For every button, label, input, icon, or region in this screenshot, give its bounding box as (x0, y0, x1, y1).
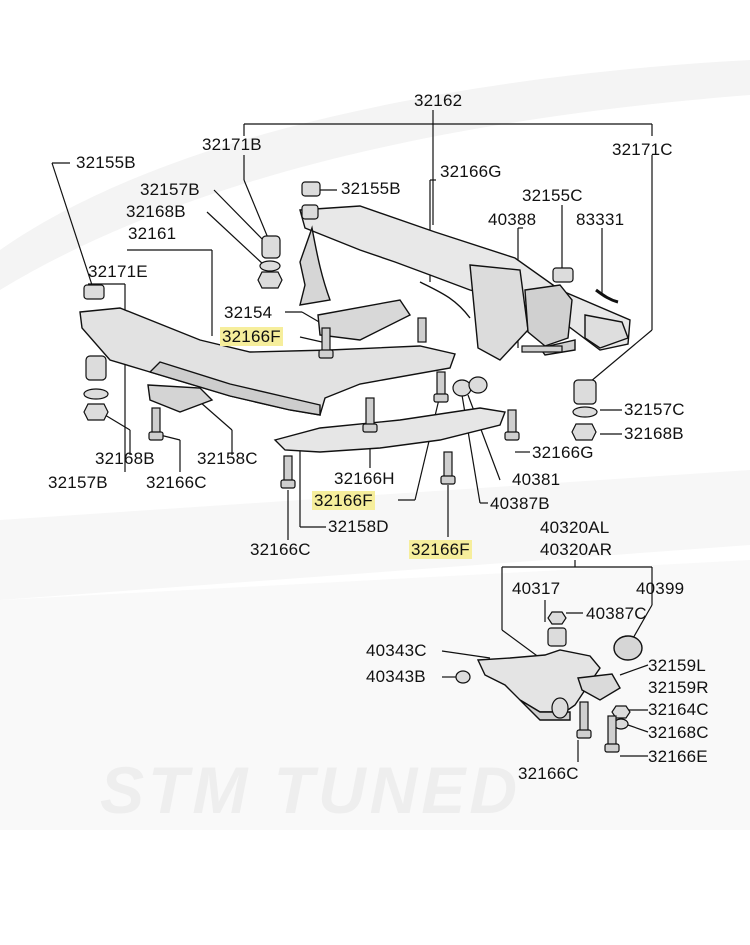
part-label-40343c: 40343C (366, 641, 427, 660)
part-label-32168b-bottom: 32168B (95, 449, 155, 468)
part-label-32155b-left: 32155B (76, 153, 136, 172)
part-label-83331: 83331 (576, 210, 625, 229)
part-label-32168b-top: 32168B (126, 202, 186, 221)
part-label-32166f-c: 32166F (409, 540, 472, 560)
part-label-40381: 40381 (512, 470, 561, 489)
part-label-32166g-top: 32166G (440, 162, 502, 181)
part-label-32155c: 32155C (522, 186, 583, 205)
part-label-32166e: 32166E (648, 747, 708, 766)
part-label-32166c-left: 32166C (146, 473, 207, 492)
part-label-32171e: 32171E (88, 262, 148, 281)
part-label-32166g-right: 32166G (532, 443, 594, 462)
part-label-40387c: 40387C (586, 604, 647, 623)
watermark: STM TUNED (100, 753, 521, 827)
part-label-32166c-right: 32166C (518, 764, 579, 783)
highlighted-part-number: 32166F (409, 540, 472, 559)
part-label-32164c: 32164C (648, 700, 709, 719)
part-label-32158d: 32158D (328, 517, 389, 536)
part-label-32166c-middle: 32166C (250, 540, 311, 559)
part-label-32159r: 32159R (648, 678, 709, 697)
bolts (148, 317, 620, 753)
part-label-40320al: 40320AL (540, 518, 610, 537)
highlighted-part-number: 32166F (312, 491, 375, 510)
part-label-40387b: 40387B (490, 494, 550, 513)
part-label-32171c: 32171C (612, 140, 673, 159)
part-label-32157b-bottom: 32157B (48, 473, 108, 492)
part-label-32171b: 32171B (202, 135, 262, 154)
leader-lines (51, 110, 653, 762)
rear-crossmember (299, 205, 631, 361)
part-label-32158c: 32158C (197, 449, 258, 468)
part-label-40388: 40388 (488, 210, 537, 229)
part-label-32157c: 32157C (624, 400, 685, 419)
part-label-32157b-top: 32157B (140, 180, 200, 199)
lower-control-arm (476, 635, 643, 721)
background-swoosh (0, 60, 750, 290)
part-label-32162: 32162 (414, 91, 463, 110)
front-crossmember (79, 307, 456, 416)
part-label-32161: 32161 (128, 224, 177, 243)
part-label-32155b-center: 32155B (341, 179, 401, 198)
part-label-32166h: 32166H (334, 469, 395, 488)
part-label-40320ar: 40320AR (540, 540, 613, 559)
background-swoosh (0, 470, 750, 600)
part-label-32168b-right: 32168B (624, 424, 684, 443)
highlighted-part-number: 32166F (220, 327, 283, 346)
part-label-32168c: 32168C (648, 723, 709, 742)
part-label-40399: 40399 (636, 579, 685, 598)
part-label-40317: 40317 (512, 579, 561, 598)
part-label-32159l: 32159L (648, 656, 706, 675)
part-label-32166f-a: 32166F (220, 327, 283, 347)
part-label-32166f-b: 32166F (312, 491, 375, 511)
part-label-40343b: 40343B (366, 667, 426, 686)
part-label-32154: 32154 (224, 303, 273, 322)
hardware-parts (83, 181, 631, 730)
